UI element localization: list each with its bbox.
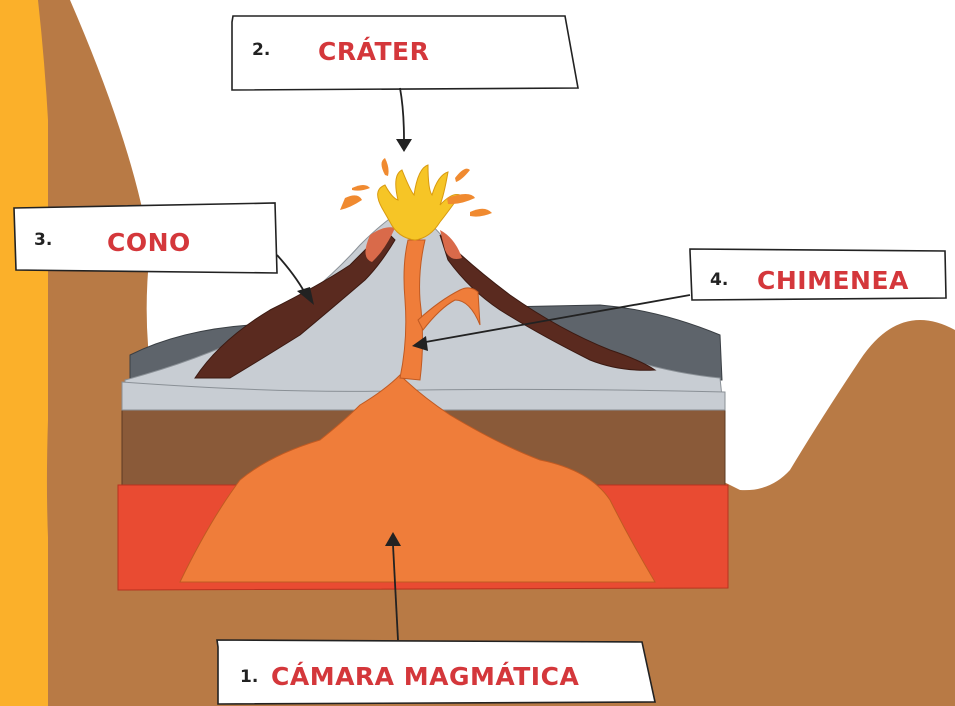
- label-chimenea-number: 4.: [710, 270, 728, 290]
- label-crater-number: 2.: [252, 40, 270, 60]
- label-crater-text: CRÁTER: [318, 37, 429, 66]
- label-cono-number: 3.: [34, 230, 52, 250]
- label-chimenea-text: CHIMENEA: [757, 266, 909, 295]
- label-cono-text: CONO: [107, 228, 191, 257]
- label-camara-number: 1.: [240, 667, 258, 687]
- label-camara-text: CÁMARA MAGMÁTICA: [271, 662, 579, 691]
